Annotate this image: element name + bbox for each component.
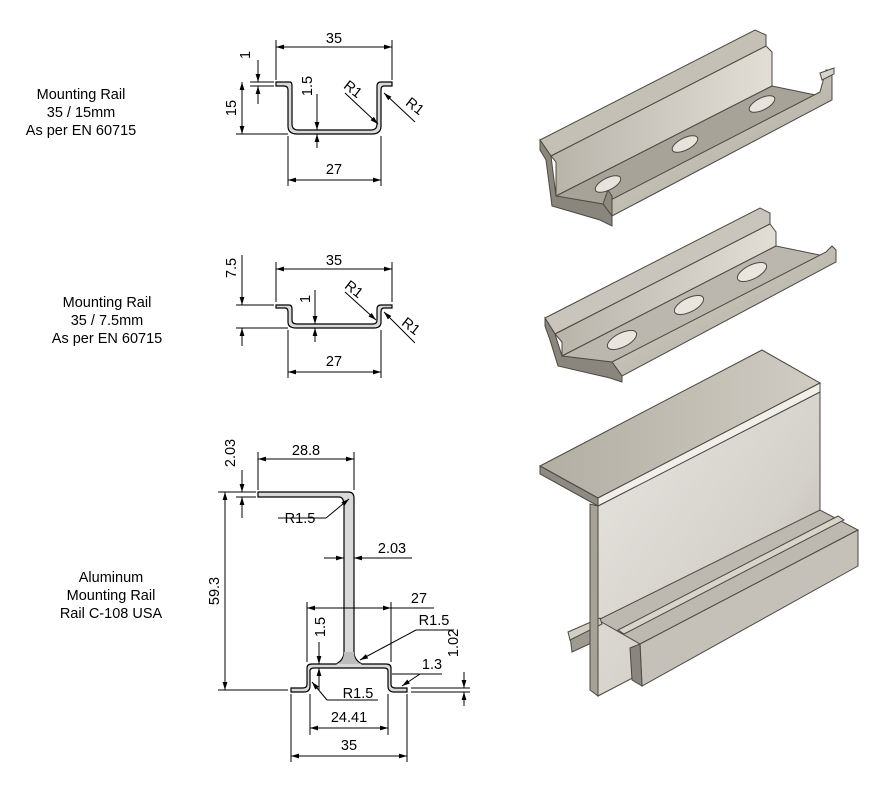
label-line: Mounting Rail — [36, 87, 126, 103]
dim-lip: 1.02 — [446, 629, 462, 657]
dim-radius-top: R1.5 — [285, 511, 316, 527]
dim-base-width: 35 — [341, 738, 357, 754]
dim-height: 15 — [224, 100, 240, 116]
dim-radius-mid: R1.5 — [419, 613, 450, 629]
label-rail-35-7p5: Mounting Rail 35 / 7.5mm As per EN 60715 — [42, 294, 172, 348]
dim-radius-b: R1 — [398, 315, 422, 339]
profile-shape — [275, 304, 393, 329]
profile-shape — [275, 81, 393, 135]
dim-top-thickness: 2.03 — [223, 439, 239, 467]
rail-c108-render — [538, 349, 860, 697]
dim-radius-b: R1 — [402, 95, 426, 119]
label-rail-35-15: Mounting Rail 35 / 15mm As per EN 60715 — [16, 86, 146, 140]
profile-35-15: 35 1 15 1.5 R1 R1 27 — [224, 31, 427, 186]
label-rail-c108: Aluminum Mounting Rail Rail C-108 USA — [46, 569, 176, 623]
dim-width-top: 35 — [326, 31, 342, 47]
dim-radius-a: R1 — [341, 278, 365, 302]
dim-flange: 27 — [411, 591, 427, 607]
dim-thickness: 1 — [238, 51, 254, 59]
dim-thickness: 1 — [298, 295, 314, 303]
dim-lip2: 1.3 — [422, 657, 442, 673]
profile-c108: 2.03 28.8 R1.5 2.03 59.3 27 1.5 R1.5 — [207, 439, 470, 762]
label-line: Rail C-108 USA — [59, 606, 163, 622]
rail-35-7p5-render — [544, 207, 837, 383]
dim-width-bottom: 27 — [326, 162, 342, 178]
label-line: Mounting Rail — [66, 588, 156, 604]
profile-35-7p5: 35 7.5 1 R1 R1 27 — [224, 253, 423, 378]
label-line: 35 / 7.5mm — [70, 313, 144, 329]
dim-radius-a: R1 — [340, 78, 364, 102]
dim-height: 59.3 — [207, 577, 223, 605]
dim-inner: 1.5 — [313, 617, 329, 637]
profile-shape — [257, 491, 408, 693]
dim-web: 2.03 — [378, 541, 406, 557]
rail-35-15-render — [539, 29, 835, 227]
label-line: Aluminum — [78, 570, 144, 586]
label-line: As per EN 60715 — [25, 123, 137, 139]
dim-top-width: 28.8 — [292, 443, 320, 459]
dim-height: 7.5 — [224, 258, 240, 278]
dim-width-top: 35 — [326, 253, 342, 269]
label-line: Mounting Rail — [62, 295, 152, 311]
dim-radius-bottom: R1.5 — [343, 686, 374, 702]
dim-inner: 1.5 — [300, 76, 316, 96]
dim-base-inner: 24.41 — [331, 710, 367, 726]
dim-width-bottom: 27 — [326, 354, 342, 370]
label-line: As per EN 60715 — [51, 331, 163, 347]
label-line: 35 / 15mm — [46, 105, 116, 121]
